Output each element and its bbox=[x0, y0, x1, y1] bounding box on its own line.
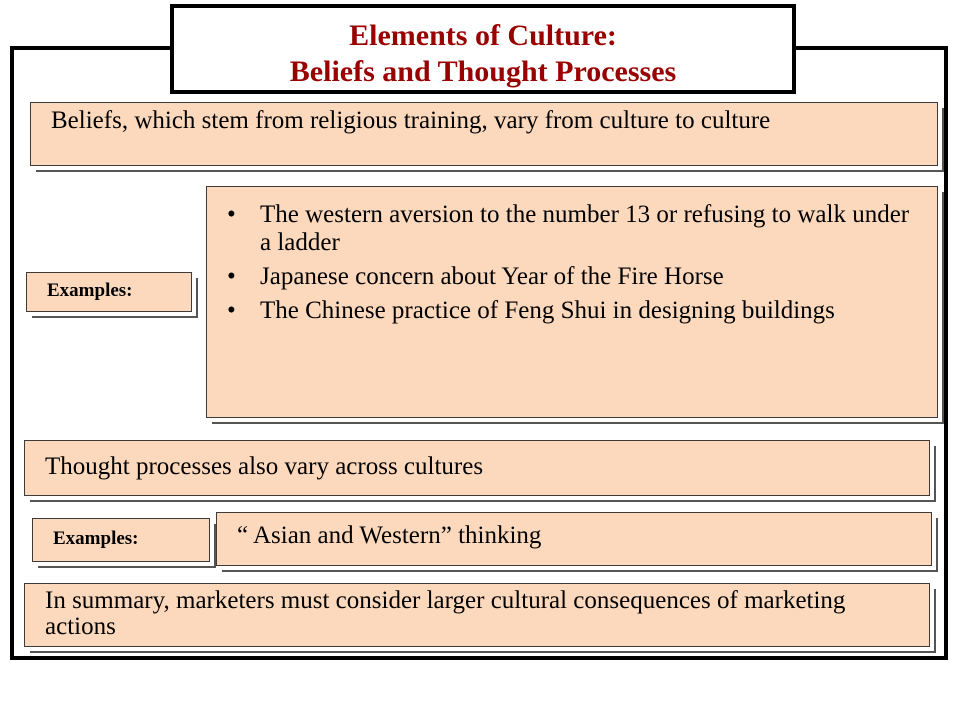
bullet-icon: • bbox=[227, 201, 236, 228]
examples-label-1: Examples: bbox=[26, 272, 192, 312]
examples-label-2: Examples: bbox=[32, 518, 210, 562]
list-item-text: The Chinese practice of Feng Shui in des… bbox=[260, 297, 835, 324]
thinking-text: “ Asian and Western” thinking bbox=[237, 522, 542, 549]
bullet-icon: • bbox=[227, 297, 236, 324]
thought-processes-text: Thought processes also vary across cultu… bbox=[45, 453, 484, 480]
title-line-2: Beliefs and Thought Processes bbox=[289, 55, 677, 88]
slide-title: Elements of Culture: Beliefs and Thought… bbox=[170, 4, 796, 94]
thinking-box: “ Asian and Western” thinking bbox=[216, 512, 932, 566]
list-item-text: The western aversion to the number 13 or… bbox=[260, 201, 910, 256]
bullet-icon: • bbox=[227, 263, 236, 290]
examples-label-1-text: Examples: bbox=[47, 280, 133, 301]
examples-list: • The western aversion to the number 13 … bbox=[227, 201, 917, 325]
list-item: • The western aversion to the number 13 … bbox=[227, 201, 917, 257]
examples-list-box: • The western aversion to the number 13 … bbox=[206, 186, 938, 418]
list-item-text: Japanese concern about Year of the Fire … bbox=[260, 263, 724, 290]
summary-text: In summary, marketers must consider larg… bbox=[45, 587, 846, 640]
examples-label-2-text: Examples: bbox=[53, 528, 139, 549]
list-item: • The Chinese practice of Feng Shui in d… bbox=[227, 297, 917, 325]
beliefs-text: Beliefs, which stem from religious train… bbox=[51, 107, 771, 134]
title-line-1: Elements of Culture: bbox=[349, 19, 617, 52]
list-item: • Japanese concern about Year of the Fir… bbox=[227, 263, 917, 291]
beliefs-box: Beliefs, which stem from religious train… bbox=[30, 102, 938, 166]
summary-box: In summary, marketers must consider larg… bbox=[24, 583, 930, 647]
thought-processes-box: Thought processes also vary across cultu… bbox=[24, 440, 930, 496]
